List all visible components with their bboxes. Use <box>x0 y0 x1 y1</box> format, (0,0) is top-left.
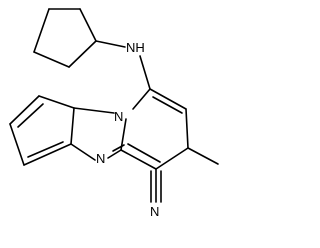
chemical-structure: NH N N N <box>9 8 219 219</box>
cyclopentyl-nh-bond <box>95 40 126 48</box>
bridge-n-label: N <box>114 109 123 124</box>
nh-label: NH <box>126 40 145 55</box>
imine-n-label: N <box>96 151 105 166</box>
cyclopentyl-ring <box>33 8 97 68</box>
benzene-ring <box>9 95 75 166</box>
pyridine-ring <box>120 88 189 170</box>
nitrile-bond <box>150 168 162 203</box>
imidazole-ring <box>70 107 125 161</box>
nh-pyridine-bond <box>139 55 151 90</box>
methyl-bond <box>187 147 219 165</box>
nitrile-n-label: N <box>150 204 159 219</box>
